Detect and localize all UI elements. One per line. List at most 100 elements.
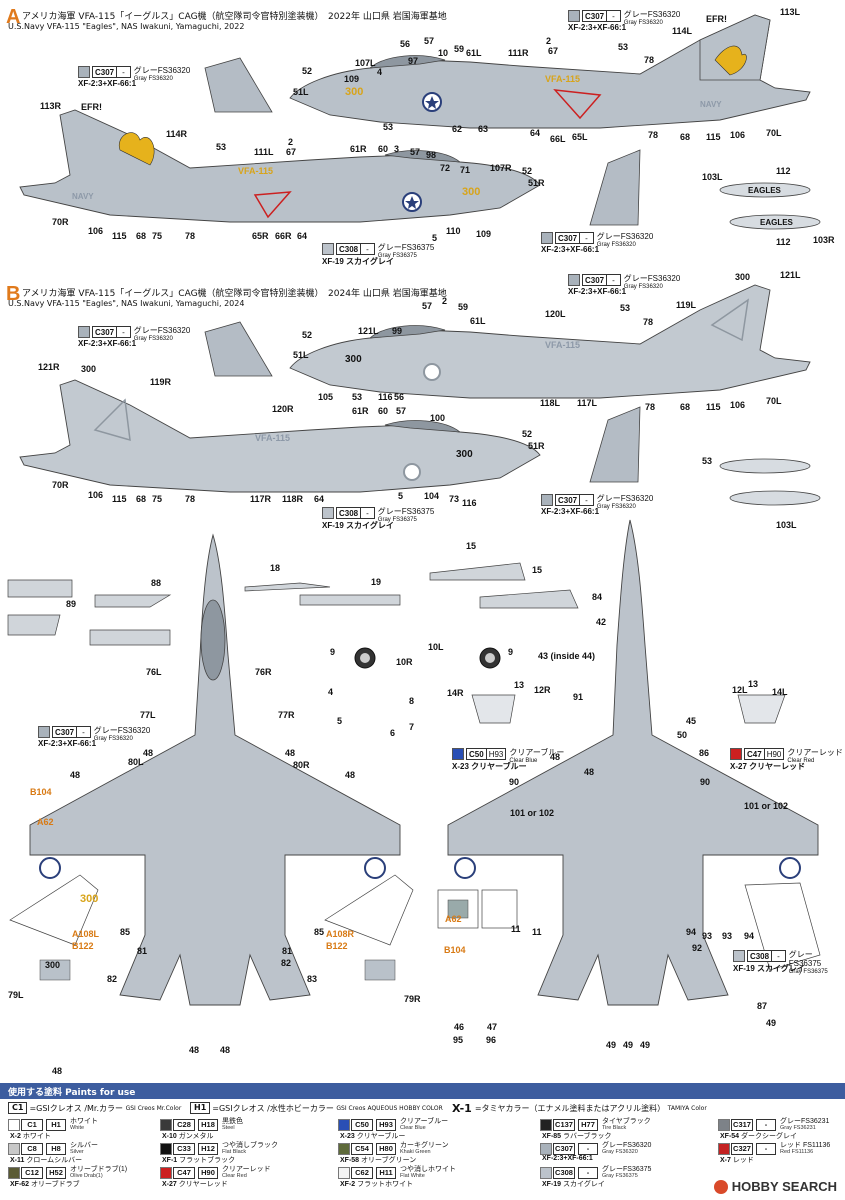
section-a-letter: A [6,6,21,28]
a-part-label: 59 [454,44,465,54]
paint-name-en: Gray FS36320 [602,1149,638,1155]
a-part-label: 103R [813,235,835,245]
paint-hcode: - [756,1119,776,1131]
a-part-label: 66R [275,231,292,241]
plan-part-label: 89 [66,599,77,609]
paint-swatch [540,1143,552,1155]
modex-box-left: 300 [45,960,61,970]
mark-b104: B104 [30,787,52,797]
eagle-emblem-a1 [714,45,747,76]
a-part-label: 111R [508,48,529,58]
paint-legend: 使用する塗料 Paints for use C1=GSIクレオス /Mr.カラー… [0,1083,845,1200]
b-part-label: 60 [378,406,389,416]
aircraft-a-left-side [289,14,811,129]
paint-name-en: Tire Black [602,1125,627,1131]
plan-part-label: 15 [466,541,477,551]
plan-part-label: 82 [107,974,118,984]
plan-part-label: 94 [686,927,697,937]
a-part-label: 62 [452,124,463,134]
modex-wing-a: 300 [80,893,99,905]
plan-part-label: 95 [453,1035,464,1045]
a-part-label: 60 [378,144,389,154]
a-part-label: 61R [350,144,367,154]
plan-part-label: 5 [337,716,343,726]
paint-tamiya: XF-58 オリーブグリーン [340,1157,417,1164]
a-part-label: 64 [297,231,308,241]
paint-tamiya: XF-1 フラットブラック [162,1157,236,1164]
paint-hcode: H18 [198,1119,218,1131]
plan-part-label: 94 [744,931,755,941]
a-part-label: 75 [152,231,163,241]
b-part-label: 56 [394,392,405,402]
a-part-label: 106 [88,226,104,236]
paint-hcode: H93 [376,1119,396,1131]
paint-name-en: White [70,1125,85,1131]
section-a-subtitle: U.S.Navy VFA-115 "Eagles", NAS Iwakuni, … [8,22,245,31]
paint-tamiya: X-7 レッド [720,1157,754,1164]
paint-name: カーキグリーン [400,1142,449,1149]
paint-tamiya: XF-54 ダークシーグレイ [720,1133,798,1140]
b-part-label: 117R [250,494,272,504]
b-part-label: 51R [528,441,545,451]
paint-swatch [540,1119,552,1131]
paint-name: レッド FS11136 [780,1142,831,1149]
a-part-label: 53 [618,42,629,52]
red-stripe-a1 [553,89,602,120]
mark-b122r: B122 [326,941,348,951]
paint-name-en: Gray FS36375 [602,1173,638,1179]
modex-a2: 300 [462,186,481,198]
tail-fin-part-a2 [589,149,641,226]
b-part-label: 119L [676,300,697,310]
paint-tamiya: X-11 クロームシルバー [10,1157,83,1164]
paint-tamiya: X-2 ホワイト [10,1133,51,1140]
plan-part-label: 76R [255,667,272,677]
paint-hcode: H11 [376,1167,396,1179]
tail-fin-part [204,57,273,113]
a-part-label: 78 [185,231,196,241]
paint-name-en: Clear Blue [400,1125,426,1131]
b-part-label: 115 [706,402,721,412]
plan-part-label: 48 [52,1066,63,1076]
section-b-subtitle: U.S.Navy VFA-115 "Eagles", NAS Iwakuni, … [8,299,245,308]
plan-part-label: 48 [584,767,595,777]
paint-name-en: Gray FS36231 [780,1125,816,1131]
paint-code: C1 [21,1119,43,1131]
plan-part-label: 84 [592,592,603,602]
plan-part-label: 80L [128,757,144,767]
plan-part-label: 9 [330,647,336,657]
b-part-label: 61R [352,406,369,416]
b-part-label: 57 [396,406,407,416]
paint-name: タイヤブラック [602,1118,651,1125]
plan-part-label: 13 [748,679,759,689]
canopy-a2 [384,150,462,163]
paint-hcode: H52 [46,1167,66,1179]
b-part-label: 70R [52,480,69,490]
paint-swatch [8,1167,20,1179]
paint-swatch [160,1143,172,1155]
a-part-label: 68 [680,132,691,142]
b-part-label: 104 [424,491,440,501]
a-part-label: 64 [530,128,541,138]
paint-hcode: - [578,1167,598,1179]
paint-code: C47 [173,1167,195,1179]
paint-hcode: H12 [198,1143,218,1155]
plan-views [7,519,821,1006]
a-part-label: 113L [780,7,801,17]
plan-part-label: 14L [772,687,788,697]
paint-code: C307 [553,1143,575,1155]
eagle-emblem-a2 [118,132,155,166]
plan-part-label: 93 [702,931,713,941]
a-part-label: 51L [293,87,309,97]
a-part-label: 57 [410,147,421,157]
red-stripe-a2 [253,191,292,219]
paint-hcode: H1 [46,1119,66,1131]
paint-tamiya: X-23 クリヤーブルー [340,1133,406,1140]
plan-part-label: 46 [454,1022,465,1032]
